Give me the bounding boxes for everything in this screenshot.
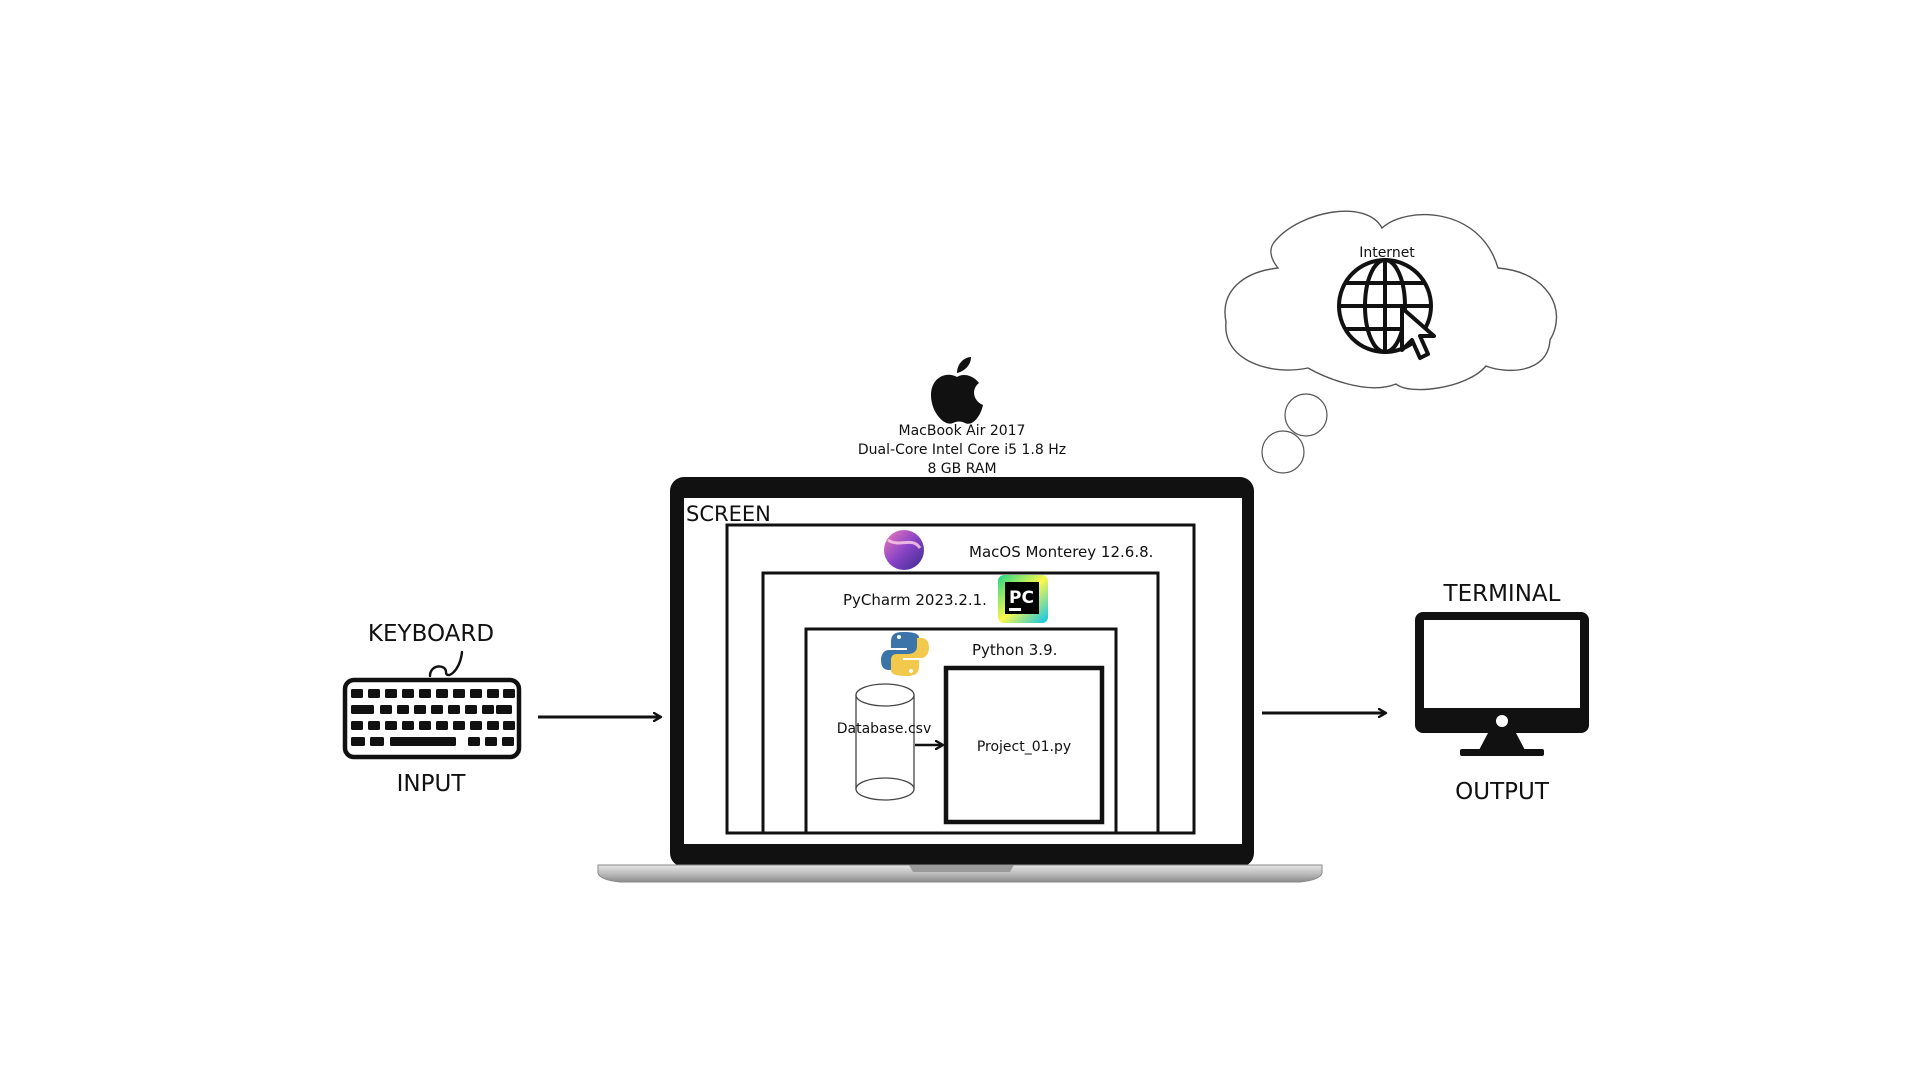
laptop-cpu: Dual-Core Intel Core i5 1.8 Hz [858,442,1066,458]
terminal-title: TERMINAL [1443,581,1561,607]
keyboard-key [482,705,494,714]
python-logo-icon [881,632,929,676]
screen-label: SCREEN [686,502,771,526]
keyboard-key [351,689,363,698]
project-file-box [943,665,1105,825]
laptop-screen [684,498,1242,844]
keyboard-key [436,689,448,698]
keyboard-key [502,737,514,746]
keyboard-group: KEYBOARD INPUT [342,621,522,797]
runtime-label: Python 3.9. [972,641,1057,659]
keyboard-key [470,689,482,698]
terminal-caption: OUTPUT [1455,779,1550,805]
keyboard-key [368,689,380,698]
keyboard-key [496,705,512,714]
laptop-group: MacBook Air 2017 Dual-Core Intel Core i5… [597,357,1323,883]
os-label: MacOS Monterey 12.6.8. [969,543,1153,561]
thought-bubble-large [1284,393,1328,437]
keyboard-key [448,705,460,714]
keyboard-key [390,737,456,746]
cloud-shape [1224,210,1558,391]
keyboard-key [465,705,477,714]
internet-cloud: Internet [1224,210,1558,474]
cursor-icon [1400,306,1436,360]
keyboard-key [453,689,465,698]
database-cylinder-icon [855,683,915,801]
pycharm-logo-icon: PC [998,575,1048,623]
thought-bubble-small [1261,430,1305,474]
keyboard-key [370,737,384,746]
keyboard-title: KEYBOARD [368,621,494,647]
monitor-icon [1415,612,1589,756]
keyboard-key [402,689,414,698]
keyboard-icon [342,677,522,760]
macos-logo-icon [884,530,924,570]
laptop-model: MacBook Air 2017 [899,423,1026,439]
keyboard-key [453,721,465,730]
keyboard-key [419,721,431,730]
keyboard-key [503,721,515,730]
keyboard-caption: INPUT [397,771,467,797]
database-label: Database.csv [837,721,932,737]
keyboard-key [431,705,443,714]
python-layer: Python 3.9. Database.csv Project_01.py [804,627,1118,835]
keyboard-key [351,721,363,730]
keyboard-key [503,689,515,698]
keyboard-key [414,705,426,714]
ide-label: PyCharm 2023.2.1. [843,591,987,609]
laptop-ram: 8 GB RAM [927,461,996,477]
keyboard-cable [428,650,464,678]
keyboard-key [368,721,380,730]
keyboard-key [436,721,448,730]
keyboard-key [470,721,482,730]
keyboard-key [487,689,499,698]
keyboard-key [351,737,365,746]
keyboard-key [402,721,414,730]
pycharm-logo-text: PC [1009,588,1034,608]
laptop-notch [909,865,1014,872]
keyboard-key [487,721,499,730]
keyboard-key [485,737,497,746]
apple-icon [931,357,983,424]
laptop-base [597,864,1323,883]
keyboard-key [468,737,480,746]
keyboard-key [351,705,374,714]
cloud-label: Internet [1359,245,1415,261]
keyboard-key [380,705,392,714]
terminal-group: TERMINAL OUTPUT [1415,581,1589,805]
keyboard-key [385,721,397,730]
keyboard-key [419,689,431,698]
keyboard-key [385,689,397,698]
keyboard-key [397,705,409,714]
project-label: Project_01.py [977,739,1071,755]
